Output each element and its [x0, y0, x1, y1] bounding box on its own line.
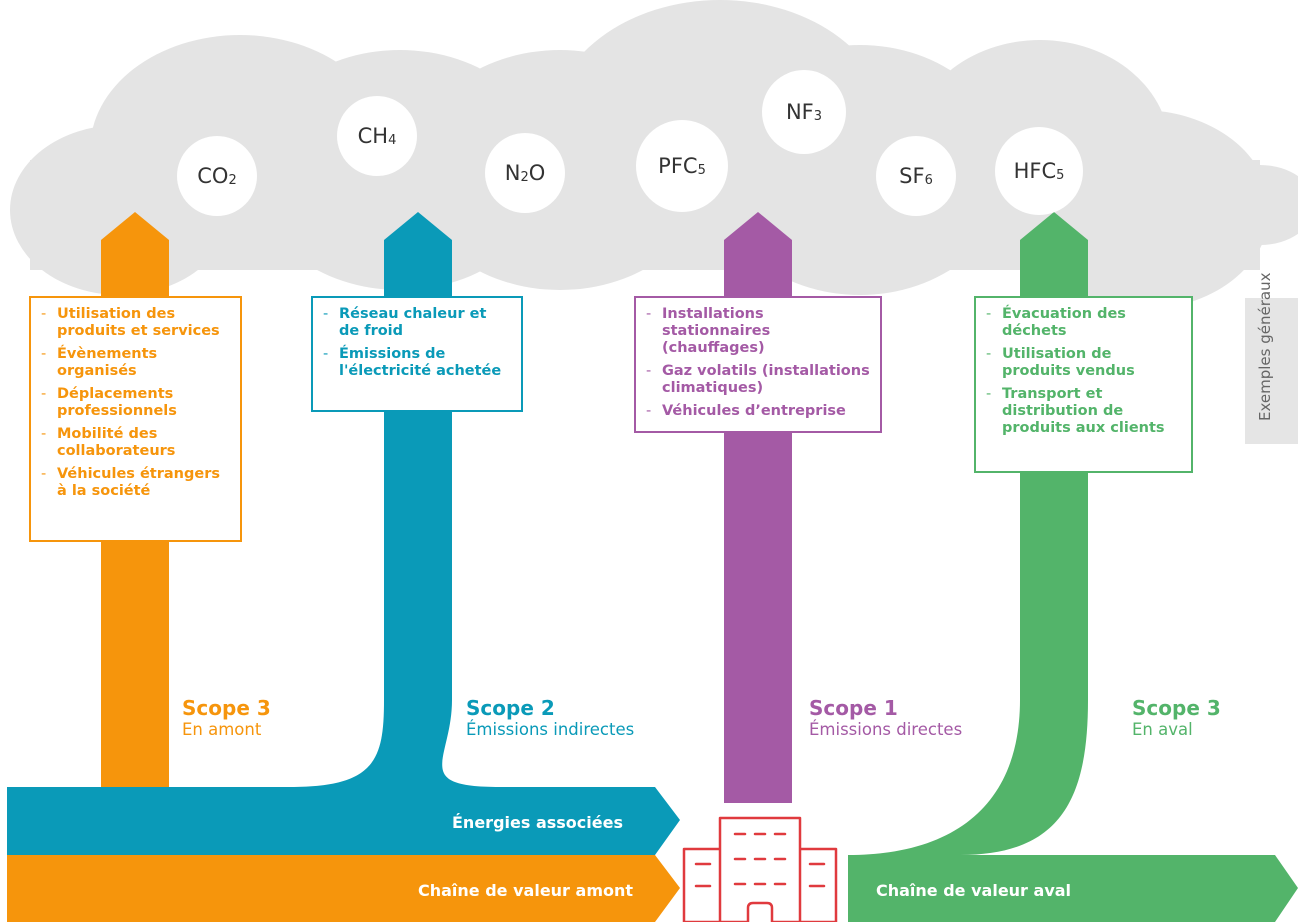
- list-item: Mobilité des collaborateurs: [41, 426, 230, 460]
- list-item: Utilisation des produits et services: [41, 306, 230, 340]
- scope-title: Scope 3: [182, 696, 271, 720]
- list-item: Transport et distribution de produits au…: [986, 386, 1181, 437]
- scope2-arrow: [7, 212, 680, 855]
- list-item: Réseau chaleur et de froid: [323, 306, 511, 340]
- list-item: Installations stationnaires (chauffages): [646, 306, 870, 357]
- scope3-downstream-label: Scope 3 En aval: [1132, 696, 1221, 740]
- scope3-downstream-arrow: [848, 212, 1298, 922]
- upstream-chain-label: Chaîne de valeur amont: [418, 881, 634, 900]
- upstream-examples-box: Utilisation des produits et services Évè…: [29, 296, 242, 542]
- direct-examples-box: Installations stationnaires (chauffages)…: [634, 296, 882, 433]
- downstream-chain-label: Chaîne de valeur aval: [876, 881, 1072, 900]
- list-item: Évènements organisés: [41, 346, 230, 380]
- upstream-chain-band: [7, 855, 680, 922]
- list-item: Évacuation des déchets: [986, 306, 1181, 340]
- list-item: Déplacements professionnels: [41, 386, 230, 420]
- list-item: Utilisation de produits vendus: [986, 346, 1181, 380]
- scope-title: Scope 3: [1132, 696, 1221, 720]
- scope2-label: Scope 2 Émissions indirectes: [466, 696, 634, 740]
- indirect-examples-box: Réseau chaleur et de froid Émissions de …: [311, 296, 523, 412]
- list-item: Véhicules d’entreprise: [646, 403, 870, 420]
- scope-subtitle: Émissions directes: [809, 720, 963, 739]
- scope-subtitle: Émissions indirectes: [466, 720, 635, 739]
- side-label: Exemples généraux: [1245, 273, 1298, 444]
- energies-band-label: Énergies associées: [452, 813, 623, 832]
- scope-title: Scope 2: [466, 696, 555, 720]
- scope1-label: Scope 1 Émissions directes: [809, 696, 962, 740]
- scope-title: Scope 1: [809, 696, 898, 720]
- building-icon: [682, 816, 838, 922]
- list-item: Émissions de l'électricité achetée: [323, 346, 511, 380]
- scope3-upstream-label: Scope 3 En amont: [182, 696, 271, 740]
- downstream-examples-box: Évacuation des déchets Utilisation de pr…: [974, 296, 1193, 473]
- scope-subtitle: En amont: [182, 720, 262, 739]
- list-item: Gaz volatils (installations climatiques): [646, 363, 870, 397]
- list-item: Véhicules étrangers à la société: [41, 466, 230, 500]
- scope-subtitle: En aval: [1132, 720, 1193, 739]
